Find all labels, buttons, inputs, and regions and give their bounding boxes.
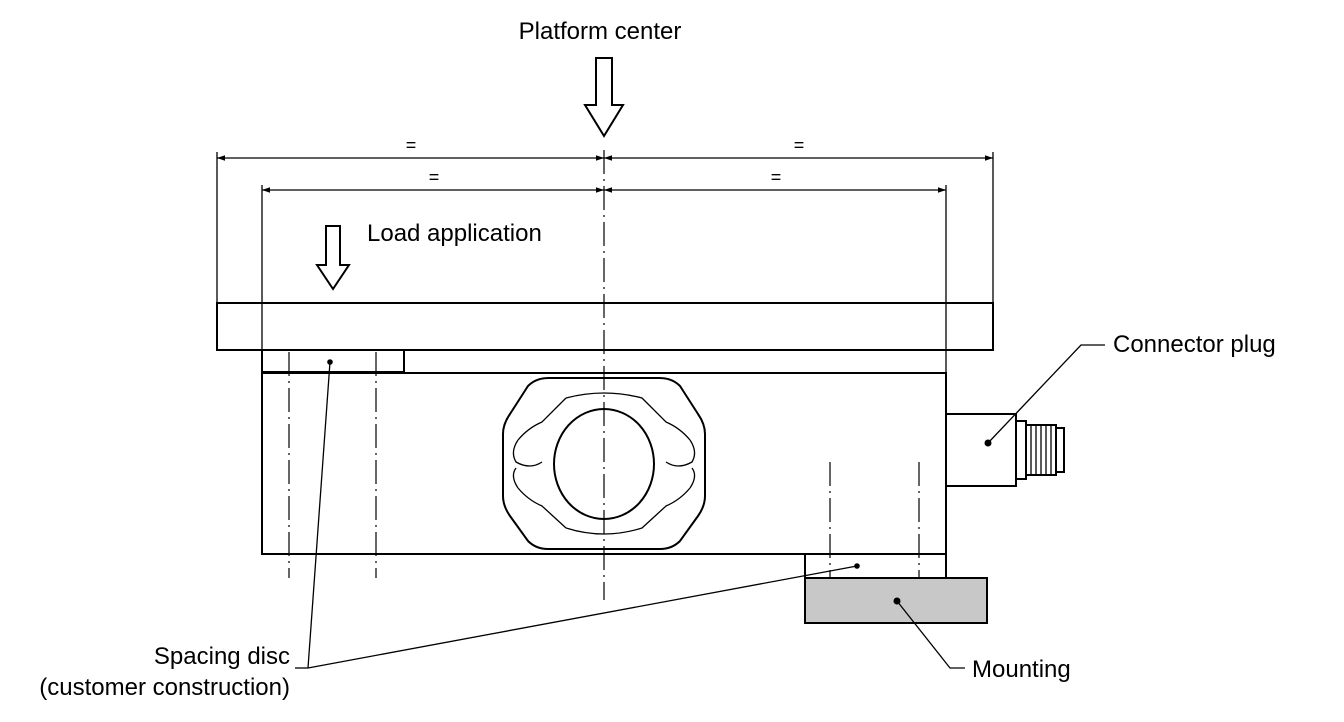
connector-plug-label: Connector plug <box>1113 331 1276 358</box>
connector-leader <box>984 344 1105 447</box>
mounting-label: Mounting <box>972 656 1071 683</box>
load-application-arrow <box>315 225 351 291</box>
load-application-label: Load application <box>367 220 542 247</box>
center-lines <box>288 150 920 600</box>
spacing-disc-top <box>261 349 405 373</box>
extension-lines <box>216 152 994 373</box>
mounting-leader <box>893 597 965 669</box>
inner-dimension: = = <box>262 167 946 193</box>
platform-plate <box>216 302 994 351</box>
spacing-disc-bottom <box>804 553 947 579</box>
platform-center-arrow <box>583 57 625 138</box>
dim-inner-right: = <box>771 167 782 187</box>
spacing-disc-label: Spacing disc <box>154 643 290 670</box>
dim-inner-left: = <box>429 167 440 187</box>
connector <box>945 413 1065 487</box>
outer-dimension: = = <box>217 135 993 161</box>
dim-outer-left: = <box>406 135 417 155</box>
dim-outer-right: = <box>794 135 805 155</box>
platform-center-label: Platform center <box>519 18 682 45</box>
spacing-disc-leaders <box>295 359 860 669</box>
customer-construction-label: (customer construction) <box>39 674 290 701</box>
